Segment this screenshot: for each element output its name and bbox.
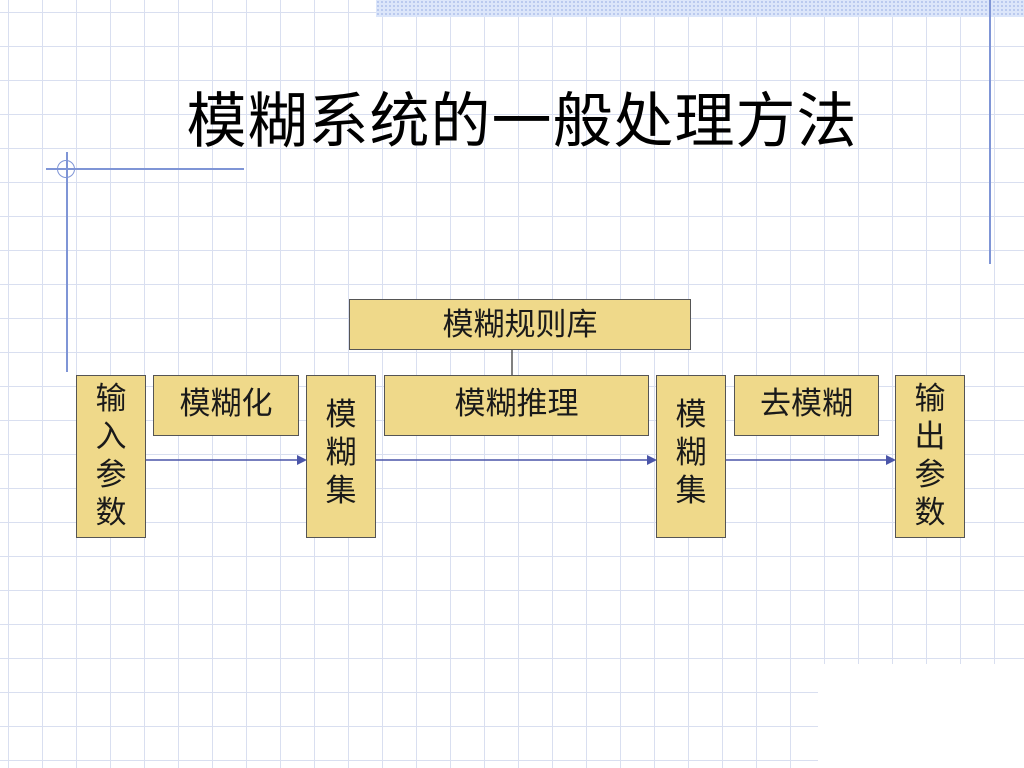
fuzzy-set-char: 集: [325, 473, 357, 509]
fuzzy-set-box-2: 模 糊 集: [656, 375, 726, 538]
deco-circle: [57, 160, 75, 178]
output-params-char: 输: [914, 381, 946, 417]
arrow-fuzzy-set-to-output: [725, 455, 896, 465]
input-params-char: 输: [95, 381, 127, 417]
fuzzy-inference-box: 模糊推理: [384, 375, 649, 436]
fuzzy-set-char: 糊: [675, 435, 707, 471]
fuzzy-set-char: 糊: [325, 435, 357, 471]
deco-vertical-line-right: [989, 0, 991, 264]
fuzzification-box: 模糊化: [153, 375, 299, 436]
deco-horizontal-line: [46, 168, 244, 170]
output-params-char: 参: [914, 457, 946, 493]
slide-title: 模糊系统的一般处理方法: [186, 87, 858, 157]
rule-base-box: 模糊规则库: [349, 299, 691, 350]
fuzzy-set-box-1: 模 糊 集: [306, 375, 376, 538]
arrow-input-to-fuzzy-set: [145, 455, 307, 465]
output-params-box: 输 出 参 数: [895, 375, 965, 538]
fuzzy-set-char: 集: [675, 473, 707, 509]
output-params-char: 出: [914, 419, 946, 455]
output-params-char: 数: [914, 495, 946, 531]
input-params-char: 参: [95, 457, 127, 493]
top-decor-band: [376, 0, 1024, 17]
defuzzification-box: 去模糊: [734, 375, 879, 436]
fuzzy-inference-label: 模糊推理: [454, 386, 579, 422]
input-params-char: 数: [95, 495, 127, 531]
deco-vertical-line-left: [66, 152, 68, 372]
fuzzy-set-char: 模: [675, 397, 707, 433]
arrow-fuzzy-set-to-fuzzy-set: [375, 455, 657, 465]
rule-base-label: 模糊规则库: [442, 307, 598, 343]
fuzzy-set-char: 模: [325, 397, 357, 433]
defuzzification-label: 去模糊: [760, 386, 853, 422]
blank-corner-area: [818, 664, 1024, 768]
input-params-box: 输 入 参 数: [76, 375, 146, 538]
fuzzification-label: 模糊化: [179, 386, 273, 422]
input-params-char: 入: [95, 419, 127, 455]
